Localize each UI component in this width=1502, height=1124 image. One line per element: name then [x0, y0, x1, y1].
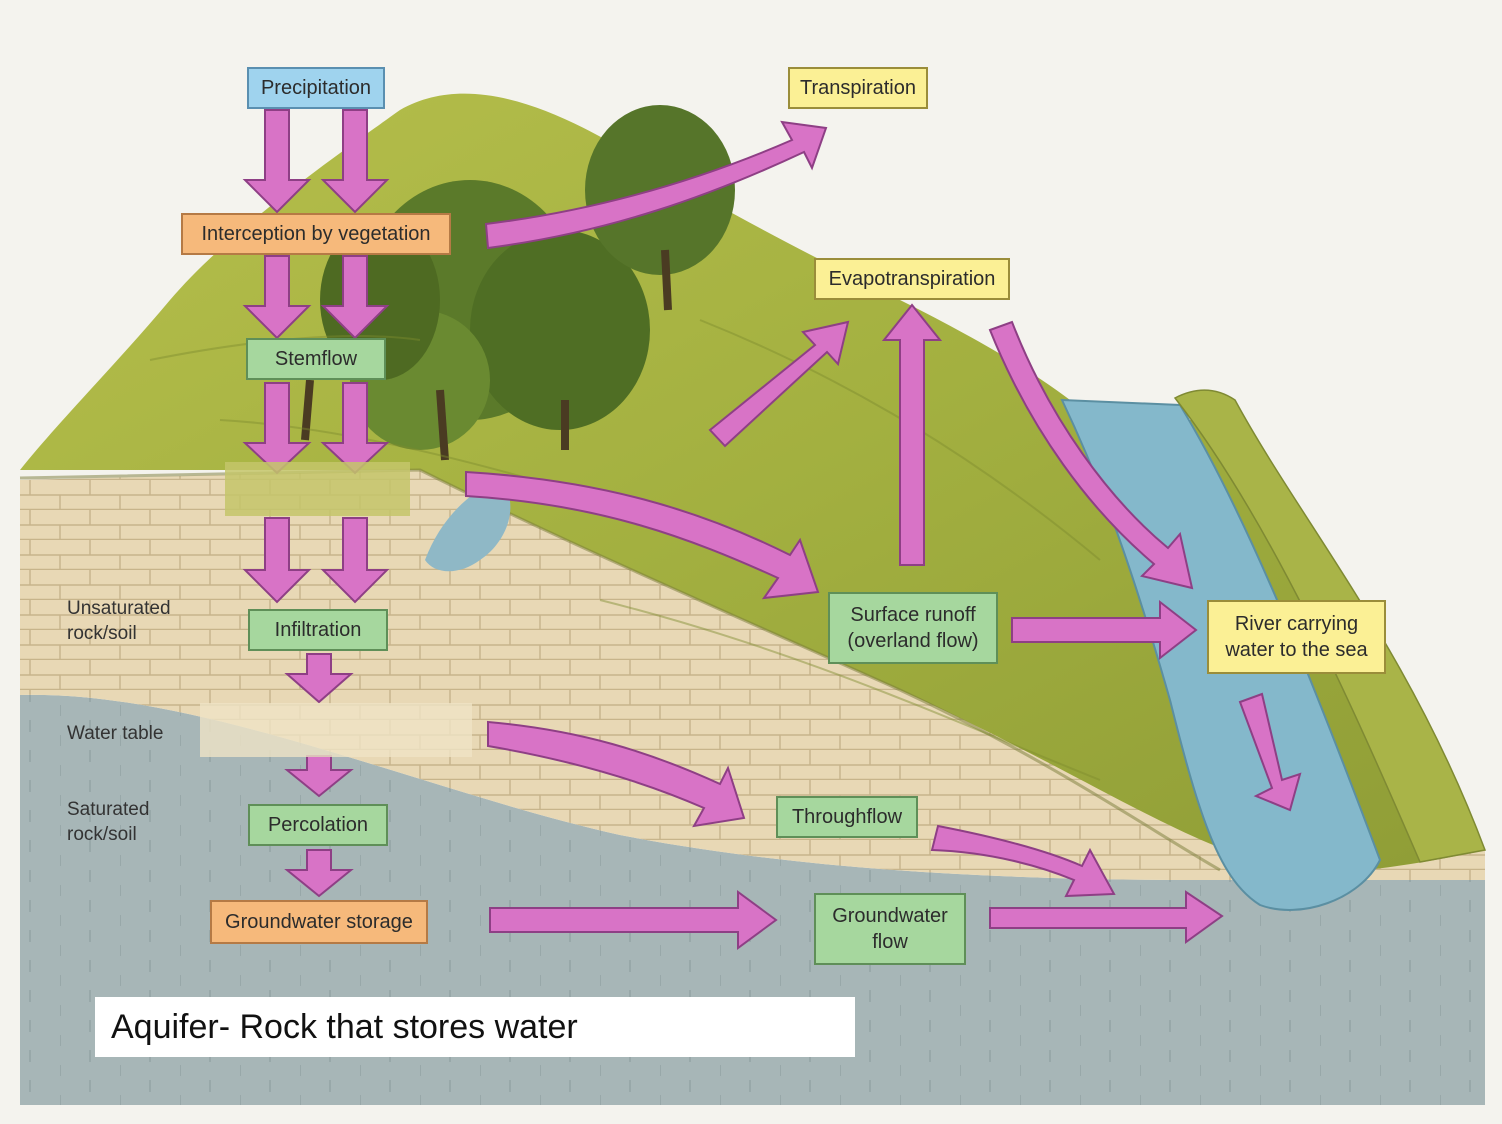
arrow-to-transpiration — [484, 120, 828, 250]
arrow-to-surface-runoff — [465, 470, 820, 600]
arrow-slope-to-river — [988, 320, 1194, 590]
pond — [425, 480, 511, 572]
arrow-infiltration-down — [284, 653, 354, 704]
label-groundwater-storage: Groundwater storage — [210, 900, 428, 944]
label-river: River carrying water to the sea — [1207, 600, 1386, 674]
arrow-river-down — [1238, 692, 1302, 812]
arrow-storage-to-gwflow — [489, 890, 778, 950]
label-evapotranspiration: Evapotranspiration — [814, 258, 1010, 300]
arrow-to-throughflow — [487, 720, 746, 828]
arrow-ground-infiltration-right — [320, 517, 390, 604]
flow-arrows — [242, 109, 1302, 950]
label-interception: Interception by vegetation — [181, 213, 451, 255]
arrow-to-evapotranspiration — [708, 320, 850, 448]
arrow-to-percolation — [284, 755, 354, 798]
caption-text: Aquifer- Rock that stores water — [111, 1007, 578, 1046]
arrow-stemflow-ground-right — [320, 382, 390, 475]
label-infiltration: Infiltration — [248, 609, 388, 651]
caption-box: Aquifer- Rock that stores water — [95, 997, 855, 1057]
label-surface-runoff: Surface runoff (overland flow) — [828, 592, 998, 664]
blank-label-patch-lower — [200, 703, 472, 757]
arrow-gwflow-to-river — [989, 890, 1224, 944]
side-label-saturated: Saturated rock/soil — [67, 799, 150, 845]
label-transpiration: Transpiration — [788, 67, 928, 109]
tree-trunks — [301, 249, 672, 461]
arrow-runoff-to-river — [1011, 599, 1198, 661]
label-throughflow: Throughflow — [776, 796, 918, 838]
label-percolation: Percolation — [248, 804, 388, 846]
arrow-percolation-storage — [284, 849, 354, 898]
arrow-runoff-up — [881, 303, 943, 566]
label-precipitation: Precipitation — [247, 67, 385, 109]
label-stemflow: Stemflow — [246, 338, 386, 380]
arrow-interception-stemflow-right — [320, 255, 390, 340]
side-label-unsaturated: Unsaturated rock/soil — [67, 598, 171, 644]
arrow-ground-infiltration-left — [242, 517, 312, 604]
blank-label-patch-upper — [225, 462, 410, 516]
arrow-precip-interception-right — [320, 109, 390, 214]
arrow-stemflow-ground-left — [242, 382, 312, 475]
side-label-water-table: Water table — [67, 723, 164, 744]
arrow-precip-interception-left — [242, 109, 312, 214]
arrow-throughflow-onward — [930, 824, 1116, 898]
arrow-interception-stemflow-left — [242, 255, 312, 340]
label-groundwater-flow: Groundwater flow — [814, 893, 966, 965]
